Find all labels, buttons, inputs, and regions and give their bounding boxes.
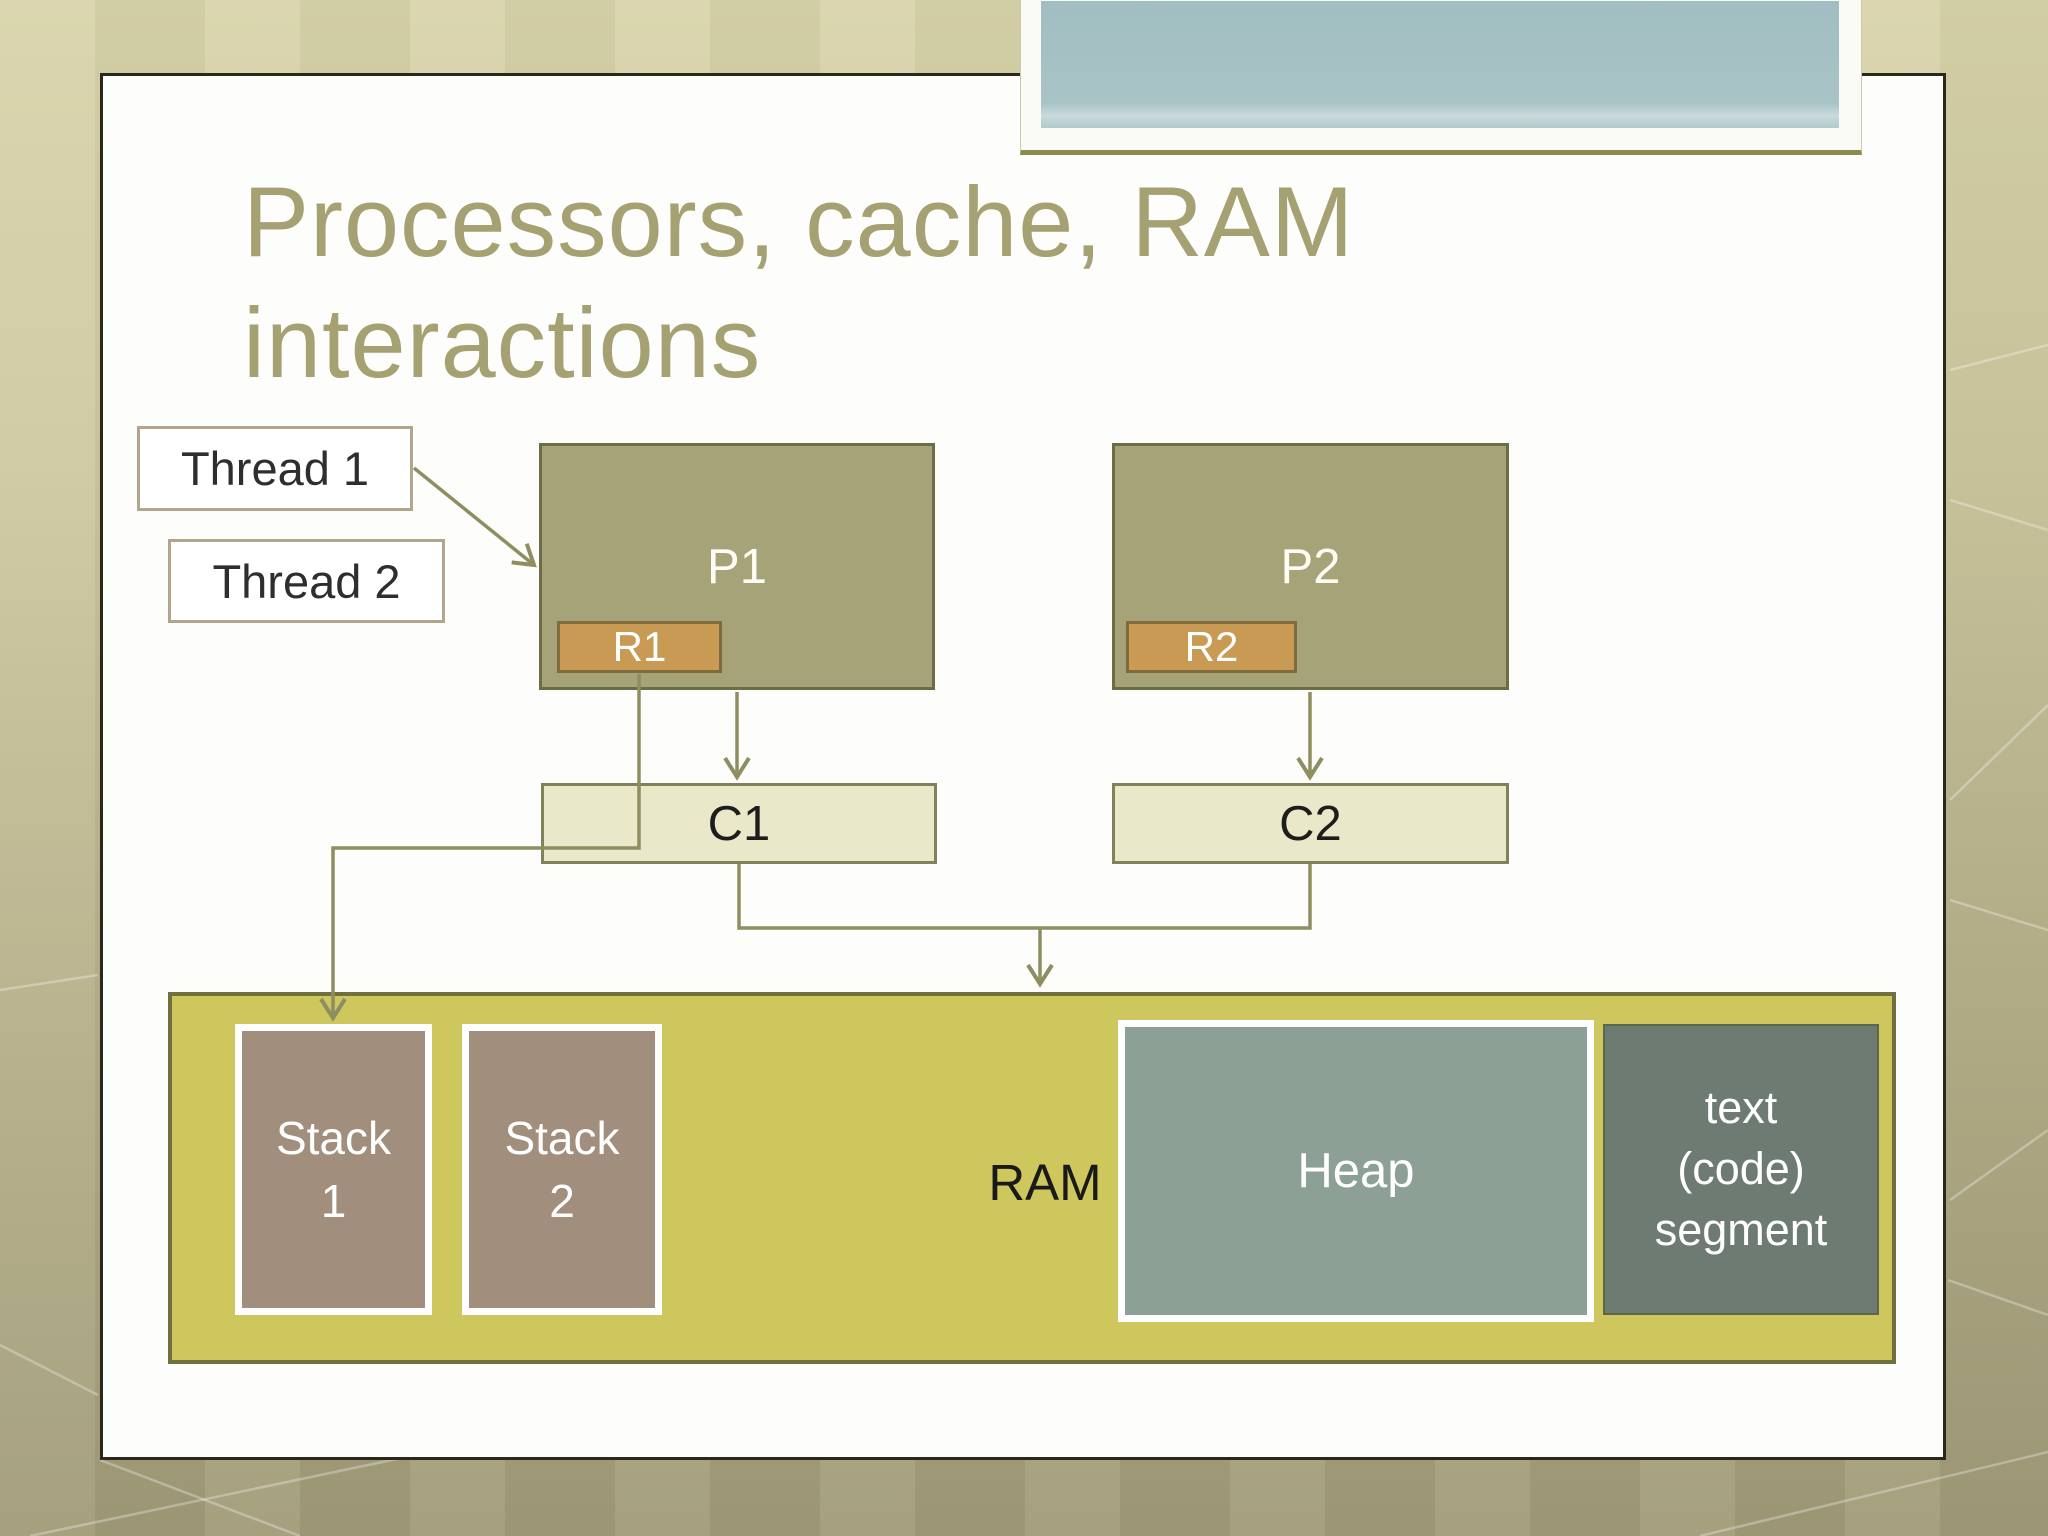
heap-label: Heap [1297,1144,1415,1198]
cache-c2-box: C2 [1112,783,1509,864]
cache-c1-label: C1 [707,796,771,851]
thread-1-label: Thread 1 [180,442,370,495]
stack-1-label: Stack 1 [275,1112,392,1227]
register-r1-label: R1 [612,623,667,670]
stack-2-label: Stack 2 [504,1112,620,1227]
text-code-segment-box: text (code) segment [1603,1024,1879,1315]
ram-label: RAM [988,1154,1102,1211]
stack-1-box: Stack 1 [235,1024,432,1315]
processor-p1-label: P1 [707,539,767,594]
register-r1-box: R1 [557,621,722,673]
stack-2-box: Stack 2 [462,1024,662,1315]
cache-c1-box: C1 [541,783,937,864]
thread-1-label-box: Thread 1 [137,426,413,511]
register-r2-label: R2 [1184,623,1239,670]
accent-plate-blue [1041,1,1839,128]
processor-p2-label: P2 [1280,539,1341,594]
cache-c2-label: C2 [1279,796,1342,851]
text-code-segment-label: text (code) segment [1654,1082,1828,1255]
thread-2-label-box: Thread 2 [168,539,445,623]
register-r2-box: R2 [1126,621,1297,673]
accent-plate-frame [1020,0,1862,155]
thread-2-label: Thread 2 [212,554,401,608]
slide-title: Processors, cache, RAM interactions [243,166,1355,398]
heap-box: Heap [1118,1020,1594,1322]
